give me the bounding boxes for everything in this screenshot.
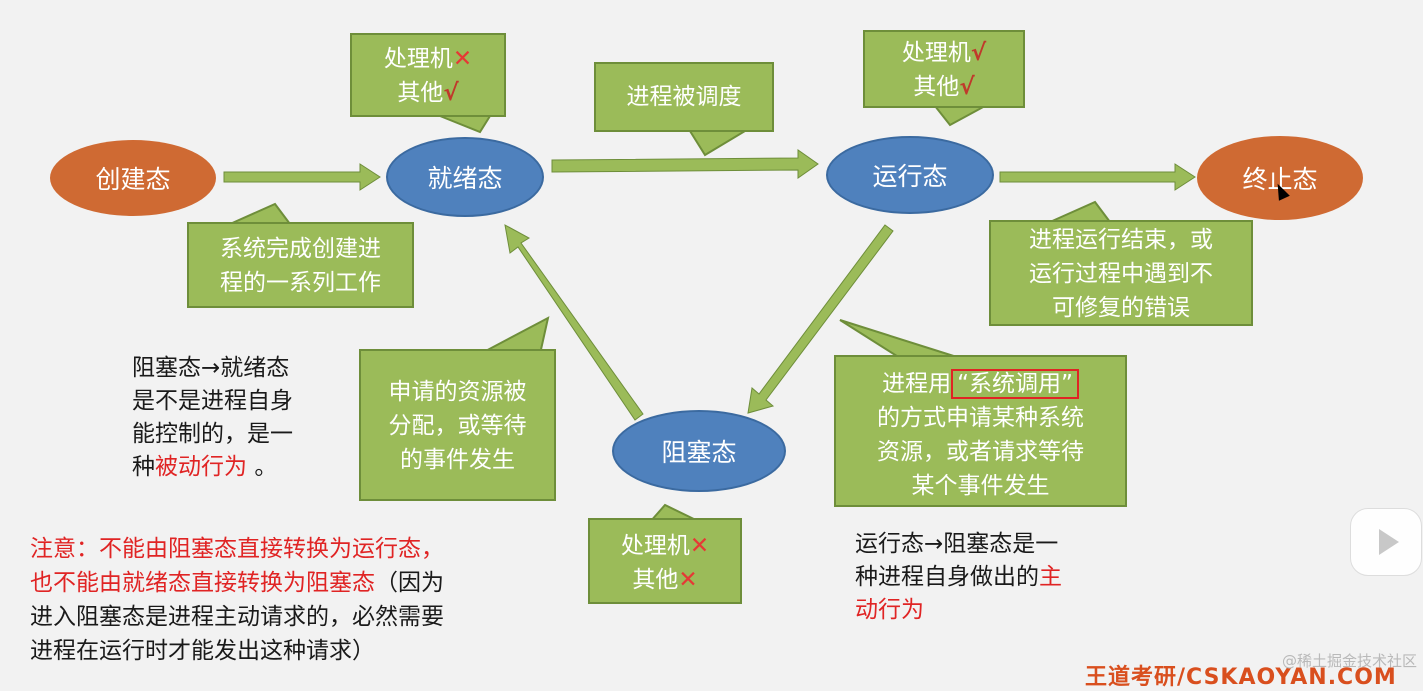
tail-syscall [839, 319, 961, 359]
callout-run-end: 进程运行结束，或 运行过程中遇到不 可修复的错误 [989, 220, 1253, 326]
state-running-label: 运行态 [872, 162, 948, 191]
arrow-ready-to-running [551, 149, 819, 179]
cpu-label: 处理机 [901, 40, 971, 66]
cpu-label: 处理机 [383, 46, 453, 72]
note-text: 种进程自身做出的 [855, 564, 1039, 590]
attention-text: （因为 [375, 570, 444, 596]
callout-blocked-resources: 处理机✕ 其他✕ [588, 518, 742, 604]
callout-scheduled: 进程被调度 [594, 62, 774, 132]
note-attention: 注意：不能由阻塞态直接转换为运行态， 也不能由就绪态直接转换为阻塞态（因为 进入… [30, 532, 590, 668]
note-line: 阻塞态→就绪态 [132, 355, 290, 381]
note-line: 能控制的，是一 [132, 421, 293, 447]
state-ready: 就绪态 [386, 137, 544, 217]
state-terminated: 终止态 [1197, 136, 1363, 220]
callout-line: 可修复的错误 [1052, 295, 1190, 321]
tail-running-resources [932, 105, 986, 127]
callout-line: 某个事件发生 [911, 473, 1050, 499]
callout-running-resources: 处理机√ 其他√ [863, 30, 1025, 108]
arrow-running-to-terminated [999, 163, 1196, 191]
tail-ready-resources [439, 115, 492, 134]
attention-line: 注意：不能由阻塞态直接转换为运行态， [30, 536, 444, 562]
arrow-blocked-to-ready [504, 224, 644, 421]
syscall-prefix: 进程用 [882, 371, 952, 397]
callout-line: 分配，或等待 [388, 413, 527, 439]
attention-emphasis: 也不能由就绪态直接转换为阻塞态 [30, 570, 375, 596]
watermark: @稀土掘金技术社区 [1281, 652, 1417, 670]
callout-line: 进程运行结束，或 [1029, 227, 1213, 253]
cross-icon: ✕ [678, 567, 698, 593]
other-label: 其他 [397, 80, 444, 106]
callout-line: 的方式申请某种系统 [877, 405, 1084, 431]
note-line: 是不是进程自身 [132, 388, 293, 414]
state-terminated-label: 终止态 [1242, 165, 1318, 194]
state-blocked: 阻塞态 [612, 410, 786, 492]
attention-line: 进入阻塞态是进程主动请求的，必然需要 [30, 604, 444, 630]
other-label: 其他 [632, 567, 679, 593]
check-icon: √ [443, 80, 459, 106]
arrow-create-to-ready [223, 163, 381, 191]
cross-icon: ✕ [689, 533, 710, 559]
play-icon[interactable] [1350, 508, 1422, 576]
note-emphasis: 动行为 [855, 597, 924, 623]
note-line: 运行态→阻塞态是一 [855, 531, 1059, 557]
callout-create-done: 系统完成创建进 程的一系列工作 [187, 222, 414, 308]
callout-line: 系统完成创建进 [220, 236, 381, 262]
tail-run-end [1049, 200, 1112, 223]
callout-line: 申请的资源被 [388, 379, 527, 405]
cross-icon: ✕ [452, 46, 473, 72]
note-text: 。 [254, 454, 278, 480]
other-label: 其他 [913, 74, 960, 100]
callout-line: 程的一系列工作 [220, 270, 381, 296]
syscall-highlight: “系统调用” [951, 369, 1079, 399]
note-emphasis: 主 [1039, 564, 1062, 590]
note-running-to-blocked: 运行态→阻塞态是一 种进程自身做出的主 动行为 [855, 528, 1125, 627]
callout-resource-allocated: 申请的资源被 分配，或等待 的事件发生 [359, 349, 556, 501]
attention-line: 进程在运行时才能发出这种请求） [30, 638, 375, 664]
diagram-arrows [223, 105, 1196, 523]
cpu-label: 处理机 [620, 533, 690, 559]
note-text: 种 [132, 454, 155, 480]
callout-syscall: 进程用“系统调用” 的方式申请某种系统 资源，或者请求等待 某个事件发生 [834, 355, 1127, 507]
callout-ready-resources: 处理机✕ 其他√ [350, 33, 506, 117]
note-blocked-to-ready: 阻塞态→就绪态 是不是进程自身 能控制的，是一 种被动行为 。 [132, 352, 342, 484]
note-emphasis: 被动行为 [155, 454, 247, 480]
state-blocked-label: 阻塞态 [661, 438, 737, 467]
tail-create-done [229, 202, 292, 225]
check-icon: √ [970, 40, 987, 66]
state-create-label: 创建态 [95, 165, 171, 194]
callout-line: 的事件发生 [400, 447, 515, 473]
arrow-running-to-blocked [747, 224, 894, 414]
callout-line: 资源，或者请求等待 [877, 439, 1084, 465]
callout-scheduled-text: 进程被调度 [626, 84, 742, 110]
callout-line: 运行过程中遇到不 [1029, 261, 1213, 287]
state-create: 创建态 [50, 140, 216, 216]
state-running: 运行态 [826, 136, 994, 214]
check-icon: √ [959, 74, 975, 100]
tail-scheduled [688, 130, 749, 157]
state-ready-label: 就绪态 [427, 164, 503, 193]
